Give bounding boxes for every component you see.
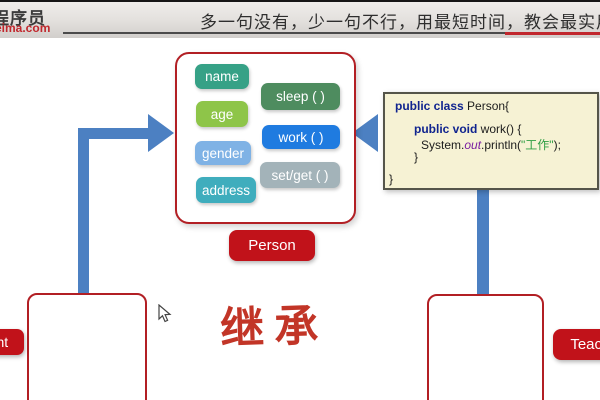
field-pill-age: age bbox=[196, 101, 248, 127]
code-text: } bbox=[389, 172, 394, 186]
student-subclass-box bbox=[27, 293, 147, 400]
code-line-2: public void work() { bbox=[414, 122, 521, 136]
right-arrow-vertical-bar bbox=[477, 180, 489, 295]
code-text: System. bbox=[421, 138, 465, 152]
code-line-4: } bbox=[414, 150, 418, 164]
teacher-badge-label: Teacher bbox=[570, 336, 600, 353]
field-label: gender bbox=[201, 145, 245, 161]
method-pill-sleep: sleep ( ) bbox=[261, 83, 340, 110]
person-class-box: name age gender address sleep ( ) work (… bbox=[175, 52, 356, 224]
code-text: Person{ bbox=[463, 99, 510, 113]
student-badge-label: Student bbox=[0, 334, 9, 350]
code-out-field: out bbox=[464, 138, 482, 152]
teacher-badge: Teacher bbox=[553, 329, 600, 360]
field-label: age bbox=[210, 106, 234, 122]
method-label: set/get ( ) bbox=[271, 167, 329, 183]
code-text: work() { bbox=[477, 122, 522, 136]
method-pill-work: work ( ) bbox=[262, 125, 340, 149]
field-pill-name: name bbox=[195, 64, 249, 89]
left-arrow-horizontal-bar bbox=[78, 128, 150, 139]
teacher-subclass-box bbox=[427, 294, 544, 400]
header-bar: 程序员 eima.com 多一句没有，少一句不行，用最短时间，教会最实用 bbox=[0, 0, 600, 38]
code-string-literal: "工作" bbox=[521, 138, 554, 152]
code-text: ); bbox=[553, 138, 561, 152]
field-label: name bbox=[205, 69, 239, 84]
right-arrow-head-icon bbox=[352, 114, 378, 152]
header-divider-red bbox=[505, 32, 600, 35]
code-line-5: } bbox=[389, 172, 393, 186]
field-pill-gender: gender bbox=[195, 141, 251, 165]
code-line-1: public class Person{ bbox=[395, 99, 509, 113]
method-label: sleep ( ) bbox=[276, 89, 325, 104]
left-arrow-vertical-bar bbox=[78, 128, 89, 293]
field-pill-address: address bbox=[196, 177, 256, 203]
logo-domain-text: eima.com bbox=[0, 21, 51, 35]
java-code-box: public class Person{ public void work() … bbox=[383, 92, 599, 190]
left-arrow-head-icon bbox=[148, 114, 174, 152]
method-label: work ( ) bbox=[278, 129, 324, 145]
person-class-badge: Person bbox=[229, 230, 315, 261]
code-line-3: System.out.println("工作"); bbox=[421, 136, 561, 153]
student-badge: Student bbox=[0, 329, 24, 355]
field-label: address bbox=[201, 182, 251, 198]
inheritance-caption: 继承 bbox=[219, 301, 329, 354]
method-pill-setget: set/get ( ) bbox=[260, 162, 340, 188]
header-divider-gray bbox=[63, 32, 523, 34]
code-keyword: public class bbox=[395, 99, 464, 113]
header-top-strip bbox=[0, 0, 600, 2]
code-text: .println( bbox=[481, 138, 522, 152]
person-badge-label: Person bbox=[248, 237, 296, 254]
code-text: } bbox=[414, 150, 419, 164]
mouse-cursor-icon bbox=[158, 304, 172, 323]
code-keyword: public void bbox=[414, 122, 478, 136]
header-tagline: 多一句没有，少一句不行，用最短时间，教会最实用 bbox=[200, 13, 600, 33]
logo-text: 程序员 bbox=[0, 9, 46, 28]
